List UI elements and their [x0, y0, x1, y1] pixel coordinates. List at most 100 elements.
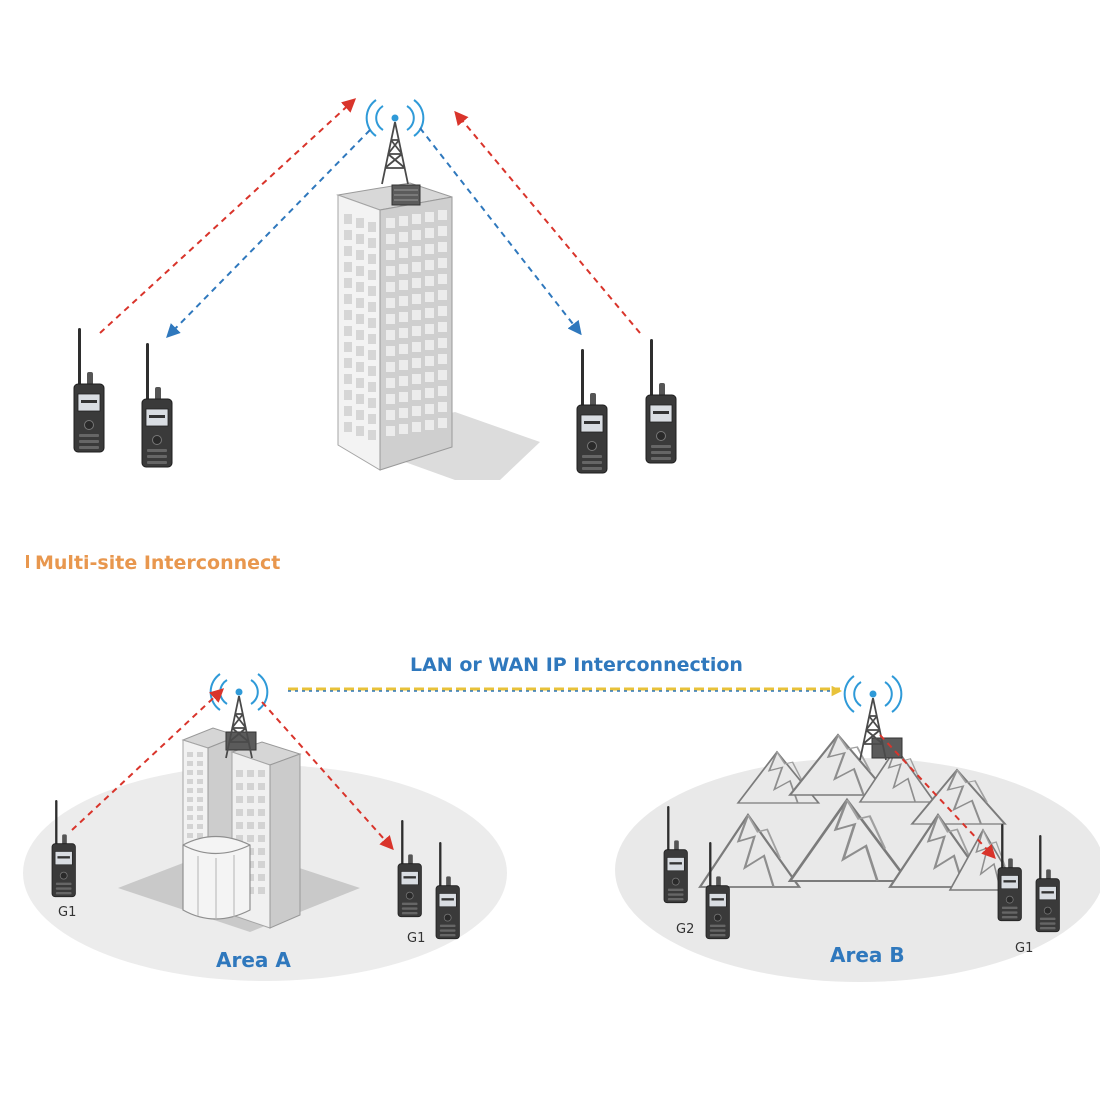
window [197, 815, 203, 820]
window [386, 346, 395, 356]
window [197, 824, 203, 829]
window [247, 770, 254, 777]
window [412, 230, 421, 240]
window [368, 414, 376, 424]
window [386, 330, 395, 340]
window [187, 752, 193, 757]
window [187, 806, 193, 811]
repeater-box [871, 737, 903, 759]
walkie-talkie-icon [73, 327, 105, 453]
area-a-label: Area A [216, 948, 291, 972]
group-label-g2-area-b: G2 [676, 922, 695, 937]
window [187, 779, 193, 784]
window [368, 270, 376, 280]
downlink-arrow-area-b [879, 734, 996, 860]
window [368, 350, 376, 360]
window [386, 266, 395, 276]
window [425, 244, 434, 254]
window [258, 874, 265, 881]
group-label-g1-area-a-left: G1 [58, 905, 77, 920]
window [356, 314, 364, 324]
window [368, 382, 376, 392]
window [356, 298, 364, 308]
window [344, 214, 352, 224]
window [356, 362, 364, 372]
window [412, 326, 421, 336]
window [368, 398, 376, 408]
area-b-label: Area B [830, 943, 905, 967]
window [344, 310, 352, 320]
window [425, 276, 434, 286]
window [386, 218, 395, 228]
window [344, 406, 352, 416]
window [258, 835, 265, 842]
window [356, 346, 364, 356]
window [356, 394, 364, 404]
window [197, 833, 203, 838]
window [399, 424, 408, 434]
walkie-talkie-icon [141, 342, 173, 468]
uplink-arrow-right [454, 110, 641, 334]
window [412, 246, 421, 256]
window [412, 294, 421, 304]
uplink-arrow-area-a [71, 688, 225, 831]
window [344, 262, 352, 272]
building-icon [336, 182, 453, 471]
window [386, 282, 395, 292]
window [399, 312, 408, 322]
window [399, 216, 408, 226]
window [356, 282, 364, 292]
section-marker [26, 555, 29, 568]
window [197, 779, 203, 784]
window [399, 408, 408, 418]
window [399, 328, 408, 338]
window [368, 238, 376, 248]
window [187, 770, 193, 775]
window [247, 783, 254, 790]
window [438, 226, 447, 236]
window [412, 374, 421, 384]
radio-tower-icon [365, 99, 425, 185]
window [344, 326, 352, 336]
window [425, 260, 434, 270]
window [399, 280, 408, 290]
uplink-arrow-left [99, 98, 357, 334]
window [344, 278, 352, 288]
window [386, 426, 395, 436]
window [412, 358, 421, 368]
window [187, 788, 193, 793]
window [412, 214, 421, 224]
walkie-talkie-icon [576, 348, 608, 474]
window [438, 338, 447, 348]
window [197, 752, 203, 757]
window [425, 388, 434, 398]
window [247, 809, 254, 816]
ip-link-label: LAN or WAN IP Interconnection [410, 654, 743, 676]
window [197, 788, 203, 793]
window [412, 390, 421, 400]
group-label-g1-area-b: G1 [1015, 941, 1034, 956]
window [425, 212, 434, 222]
window [344, 246, 352, 256]
window [412, 262, 421, 272]
window [356, 234, 364, 244]
window [197, 806, 203, 811]
window [187, 815, 193, 820]
window [258, 848, 265, 855]
window [197, 770, 203, 775]
section-title-text: Multi-site Interconnect [35, 552, 281, 574]
window [187, 824, 193, 829]
window [236, 822, 243, 829]
window [386, 298, 395, 308]
window [399, 248, 408, 258]
window [236, 770, 243, 777]
window [356, 410, 364, 420]
window [356, 218, 364, 228]
window [399, 360, 408, 370]
window [236, 796, 243, 803]
window [399, 392, 408, 402]
window [438, 354, 447, 364]
group-label-g1-area-a-right: G1 [407, 931, 426, 946]
window [197, 761, 203, 766]
